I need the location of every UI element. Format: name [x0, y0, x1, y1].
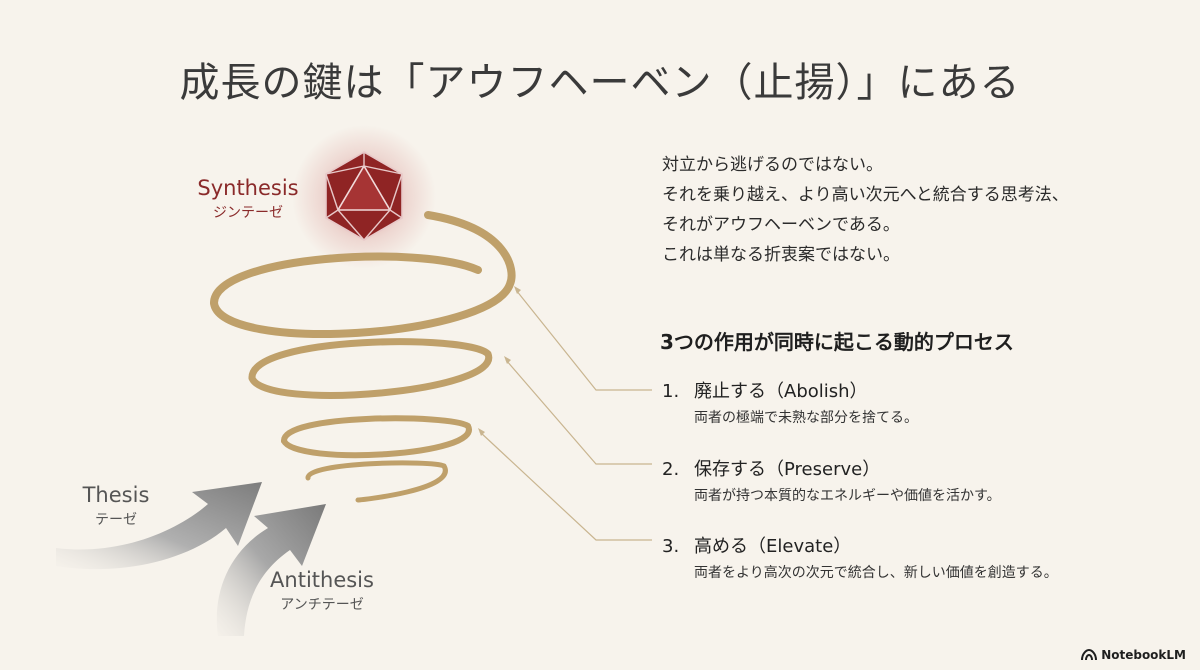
intro-line: これは単なる折衷案ではない。: [662, 245, 900, 265]
synthesis-label-en: Synthesis: [197, 176, 299, 200]
spiral-front-upper-2: [248, 350, 492, 399]
step-elevate: 3. 高める（Elevate） 両者をより高次の次元で統合し、新しい価値を創造する…: [662, 532, 1182, 582]
connector-preserve: [505, 359, 652, 465]
step-title: 廃止する（Abolish）: [694, 381, 868, 402]
connectors: [478, 286, 652, 541]
thesis-label: Thesis テーゼ: [68, 483, 164, 529]
spiral-back-upper-2: [248, 338, 492, 382]
step-title: 高める（Elevate）: [694, 536, 852, 557]
intro-line: それを乗り越え、より高い次元へと統合する思考法、: [662, 185, 1069, 205]
connector-preserve-arrowhead: [504, 356, 511, 364]
synthesis-label: Synthesis ジンテーゼ: [188, 176, 308, 222]
thesis-label-jp: テーゼ: [95, 512, 137, 528]
intro-text: 対立から逃げるのではない。 それを乗り越え、より高い次元へと統合する思考法、 そ…: [662, 150, 1182, 270]
intro-line: それがアウフヘーベンである。: [662, 215, 900, 235]
intro-line: 対立から逃げるのではない。: [662, 155, 883, 175]
antithesis-label-en: Antithesis: [270, 568, 374, 592]
step-number: 1.: [662, 381, 680, 402]
connector-abolish-arrowhead: [514, 286, 521, 294]
step-head: 1. 廃止する（Abolish）: [662, 377, 1182, 403]
step-abolish: 1. 廃止する（Abolish） 両者の極端で未熟な部分を捨てる。: [662, 377, 1182, 427]
connector-abolish: [515, 289, 652, 391]
icosahedron-icon: [325, 151, 403, 241]
spiral-back-top: [210, 252, 482, 307]
brand-name: NotebookLM: [1101, 648, 1186, 662]
step-preserve: 2. 保存する（Preserve） 両者が持つ本質的なエネルギーや価値を活かす。: [662, 455, 1182, 505]
spiral-back-lower-1: [305, 460, 447, 481]
spiral-front-lower-1: [355, 463, 448, 503]
step-head: 2. 保存する（Preserve）: [662, 455, 1182, 481]
page-title: 成長の鍵は「アウフヘーベン（止揚）」にある: [179, 60, 1021, 106]
step-head: 3. 高める（Elevate）: [662, 532, 1182, 558]
spiral: [210, 211, 516, 503]
synthesis-label-jp: ジンテーゼ: [213, 205, 283, 221]
step-number: 2.: [662, 459, 680, 480]
notebooklm-logo-icon: [1081, 649, 1098, 661]
step-description: 両者が持つ本質的なエネルギーや価値を活かす。: [694, 488, 1001, 504]
thesis-label-en: Thesis: [82, 483, 150, 507]
connector-elevate: [479, 431, 652, 541]
antithesis-label-jp: アンチテーゼ: [280, 597, 364, 613]
notebooklm-brand: NotebookLM: [1081, 648, 1186, 662]
spiral-front-lower-2: [281, 423, 472, 459]
antithesis-label: Antithesis アンチテーゼ: [256, 568, 388, 614]
connector-elevate-arrowhead: [478, 428, 485, 436]
antithesis-arrow-icon: [216, 504, 326, 636]
spiral-back-lower-2: [281, 415, 471, 444]
step-description: 両者をより高次の次元で統合し、新しい価値を創造する。: [694, 565, 1058, 581]
step-description: 両者の極端で未熟な部分を捨てる。: [694, 410, 918, 426]
step-number: 3.: [662, 536, 680, 557]
spiral-front-top: [210, 211, 516, 338]
thesis-arrow-icon: [56, 482, 262, 570]
step-title: 保存する（Preserve）: [694, 459, 881, 480]
process-heading: 3つの作用が同時に起こる動的プロセス: [660, 330, 1014, 354]
